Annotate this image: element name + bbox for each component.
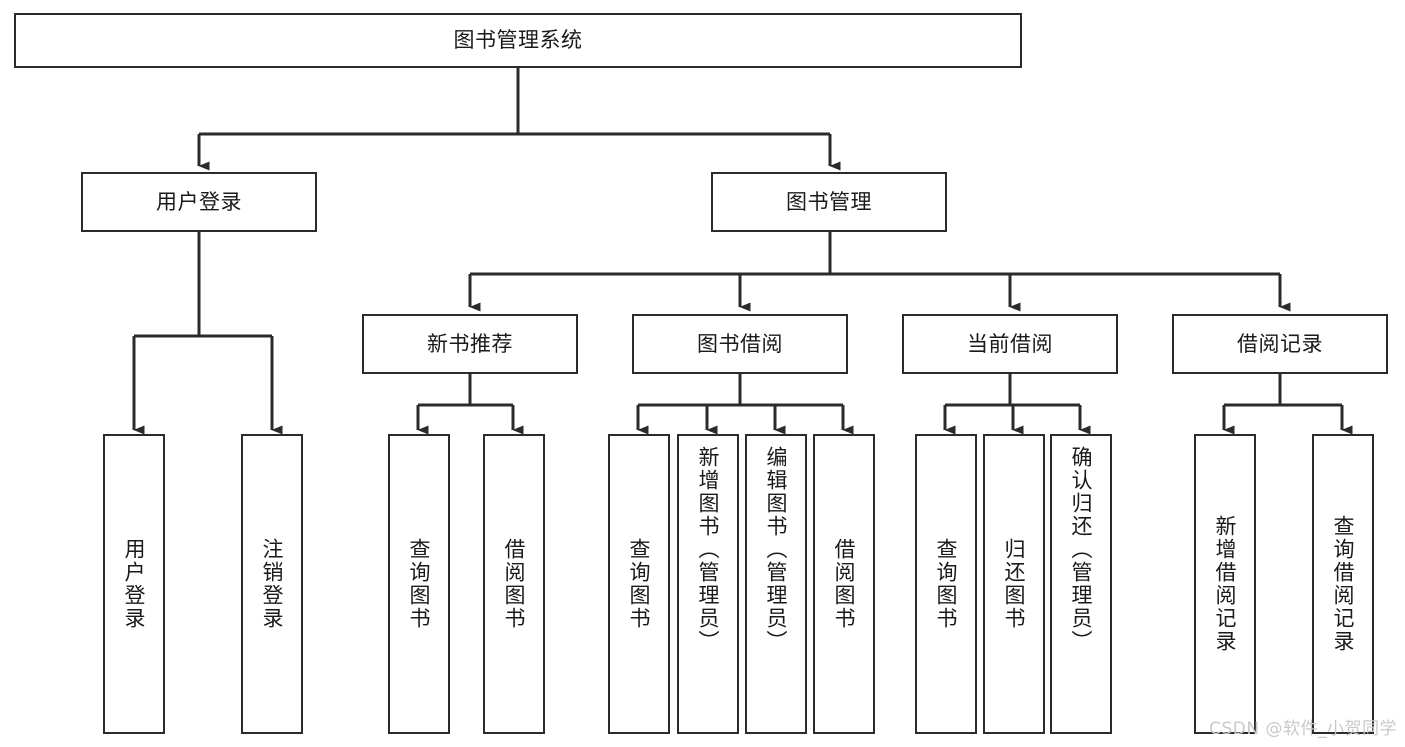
leaf-borrow-book-borrow[interactable]: 借阅图书 bbox=[813, 434, 875, 734]
node-new-book-recommend[interactable]: 新书推荐 bbox=[362, 314, 578, 374]
node-current-borrow-label: 当前借阅 bbox=[967, 331, 1053, 356]
leaf-confirm-return-admin[interactable]: 确认归还（管理员） bbox=[1050, 434, 1112, 734]
leaf-edit-book-admin-label: 编辑图书（管理员） bbox=[764, 446, 789, 653]
leaf-borrow-book-newbook-label: 借阅图书 bbox=[502, 538, 527, 630]
leaf-query-borrow-record[interactable]: 查询借阅记录 bbox=[1312, 434, 1374, 734]
leaf-add-book-admin[interactable]: 新增图书（管理员） bbox=[677, 434, 739, 734]
node-borrow-records[interactable]: 借阅记录 bbox=[1172, 314, 1388, 374]
leaf-borrow-book-newbook[interactable]: 借阅图书 bbox=[483, 434, 545, 734]
node-root-label: 图书管理系统 bbox=[453, 28, 583, 53]
leaf-borrow-book-borrow-label: 借阅图书 bbox=[832, 538, 857, 630]
node-book-management-label: 图书管理 bbox=[786, 189, 872, 214]
leaf-query-borrow-record-label: 查询借阅记录 bbox=[1331, 515, 1356, 653]
leaf-add-borrow-record-label: 新增借阅记录 bbox=[1213, 515, 1238, 653]
leaf-query-book-current[interactable]: 查询图书 bbox=[915, 434, 977, 734]
leaf-confirm-return-admin-label: 确认归还（管理员） bbox=[1069, 446, 1094, 653]
node-book-borrow-label: 图书借阅 bbox=[697, 331, 783, 356]
leaf-logout[interactable]: 注销登录 bbox=[241, 434, 303, 734]
leaf-return-book-label: 归还图书 bbox=[1002, 538, 1027, 630]
leaf-add-borrow-record[interactable]: 新增借阅记录 bbox=[1194, 434, 1256, 734]
leaf-query-book-newbook-label: 查询图书 bbox=[407, 538, 432, 630]
node-borrow-records-label: 借阅记录 bbox=[1237, 331, 1323, 356]
leaf-query-book-current-label: 查询图书 bbox=[934, 538, 959, 630]
node-user-login[interactable]: 用户登录 bbox=[81, 172, 317, 232]
node-user-login-label: 用户登录 bbox=[156, 189, 242, 214]
node-book-borrow[interactable]: 图书借阅 bbox=[632, 314, 848, 374]
leaf-logout-label: 注销登录 bbox=[260, 538, 285, 630]
node-current-borrow[interactable]: 当前借阅 bbox=[902, 314, 1118, 374]
node-root[interactable]: 图书管理系统 bbox=[14, 13, 1022, 68]
leaf-query-book-borrow[interactable]: 查询图书 bbox=[608, 434, 670, 734]
csdn-watermark: CSDN @软件_小贺同学 bbox=[1209, 719, 1397, 739]
node-book-management[interactable]: 图书管理 bbox=[711, 172, 947, 232]
node-new-book-recommend-label: 新书推荐 bbox=[427, 331, 513, 356]
leaf-edit-book-admin[interactable]: 编辑图书（管理员） bbox=[745, 434, 807, 734]
leaf-user-login[interactable]: 用户登录 bbox=[103, 434, 165, 734]
leaf-user-login-label: 用户登录 bbox=[122, 538, 147, 630]
leaf-add-book-admin-label: 新增图书（管理员） bbox=[696, 446, 721, 653]
leaf-query-book-newbook[interactable]: 查询图书 bbox=[388, 434, 450, 734]
leaf-return-book[interactable]: 归还图书 bbox=[983, 434, 1045, 734]
leaf-query-book-borrow-label: 查询图书 bbox=[627, 538, 652, 630]
